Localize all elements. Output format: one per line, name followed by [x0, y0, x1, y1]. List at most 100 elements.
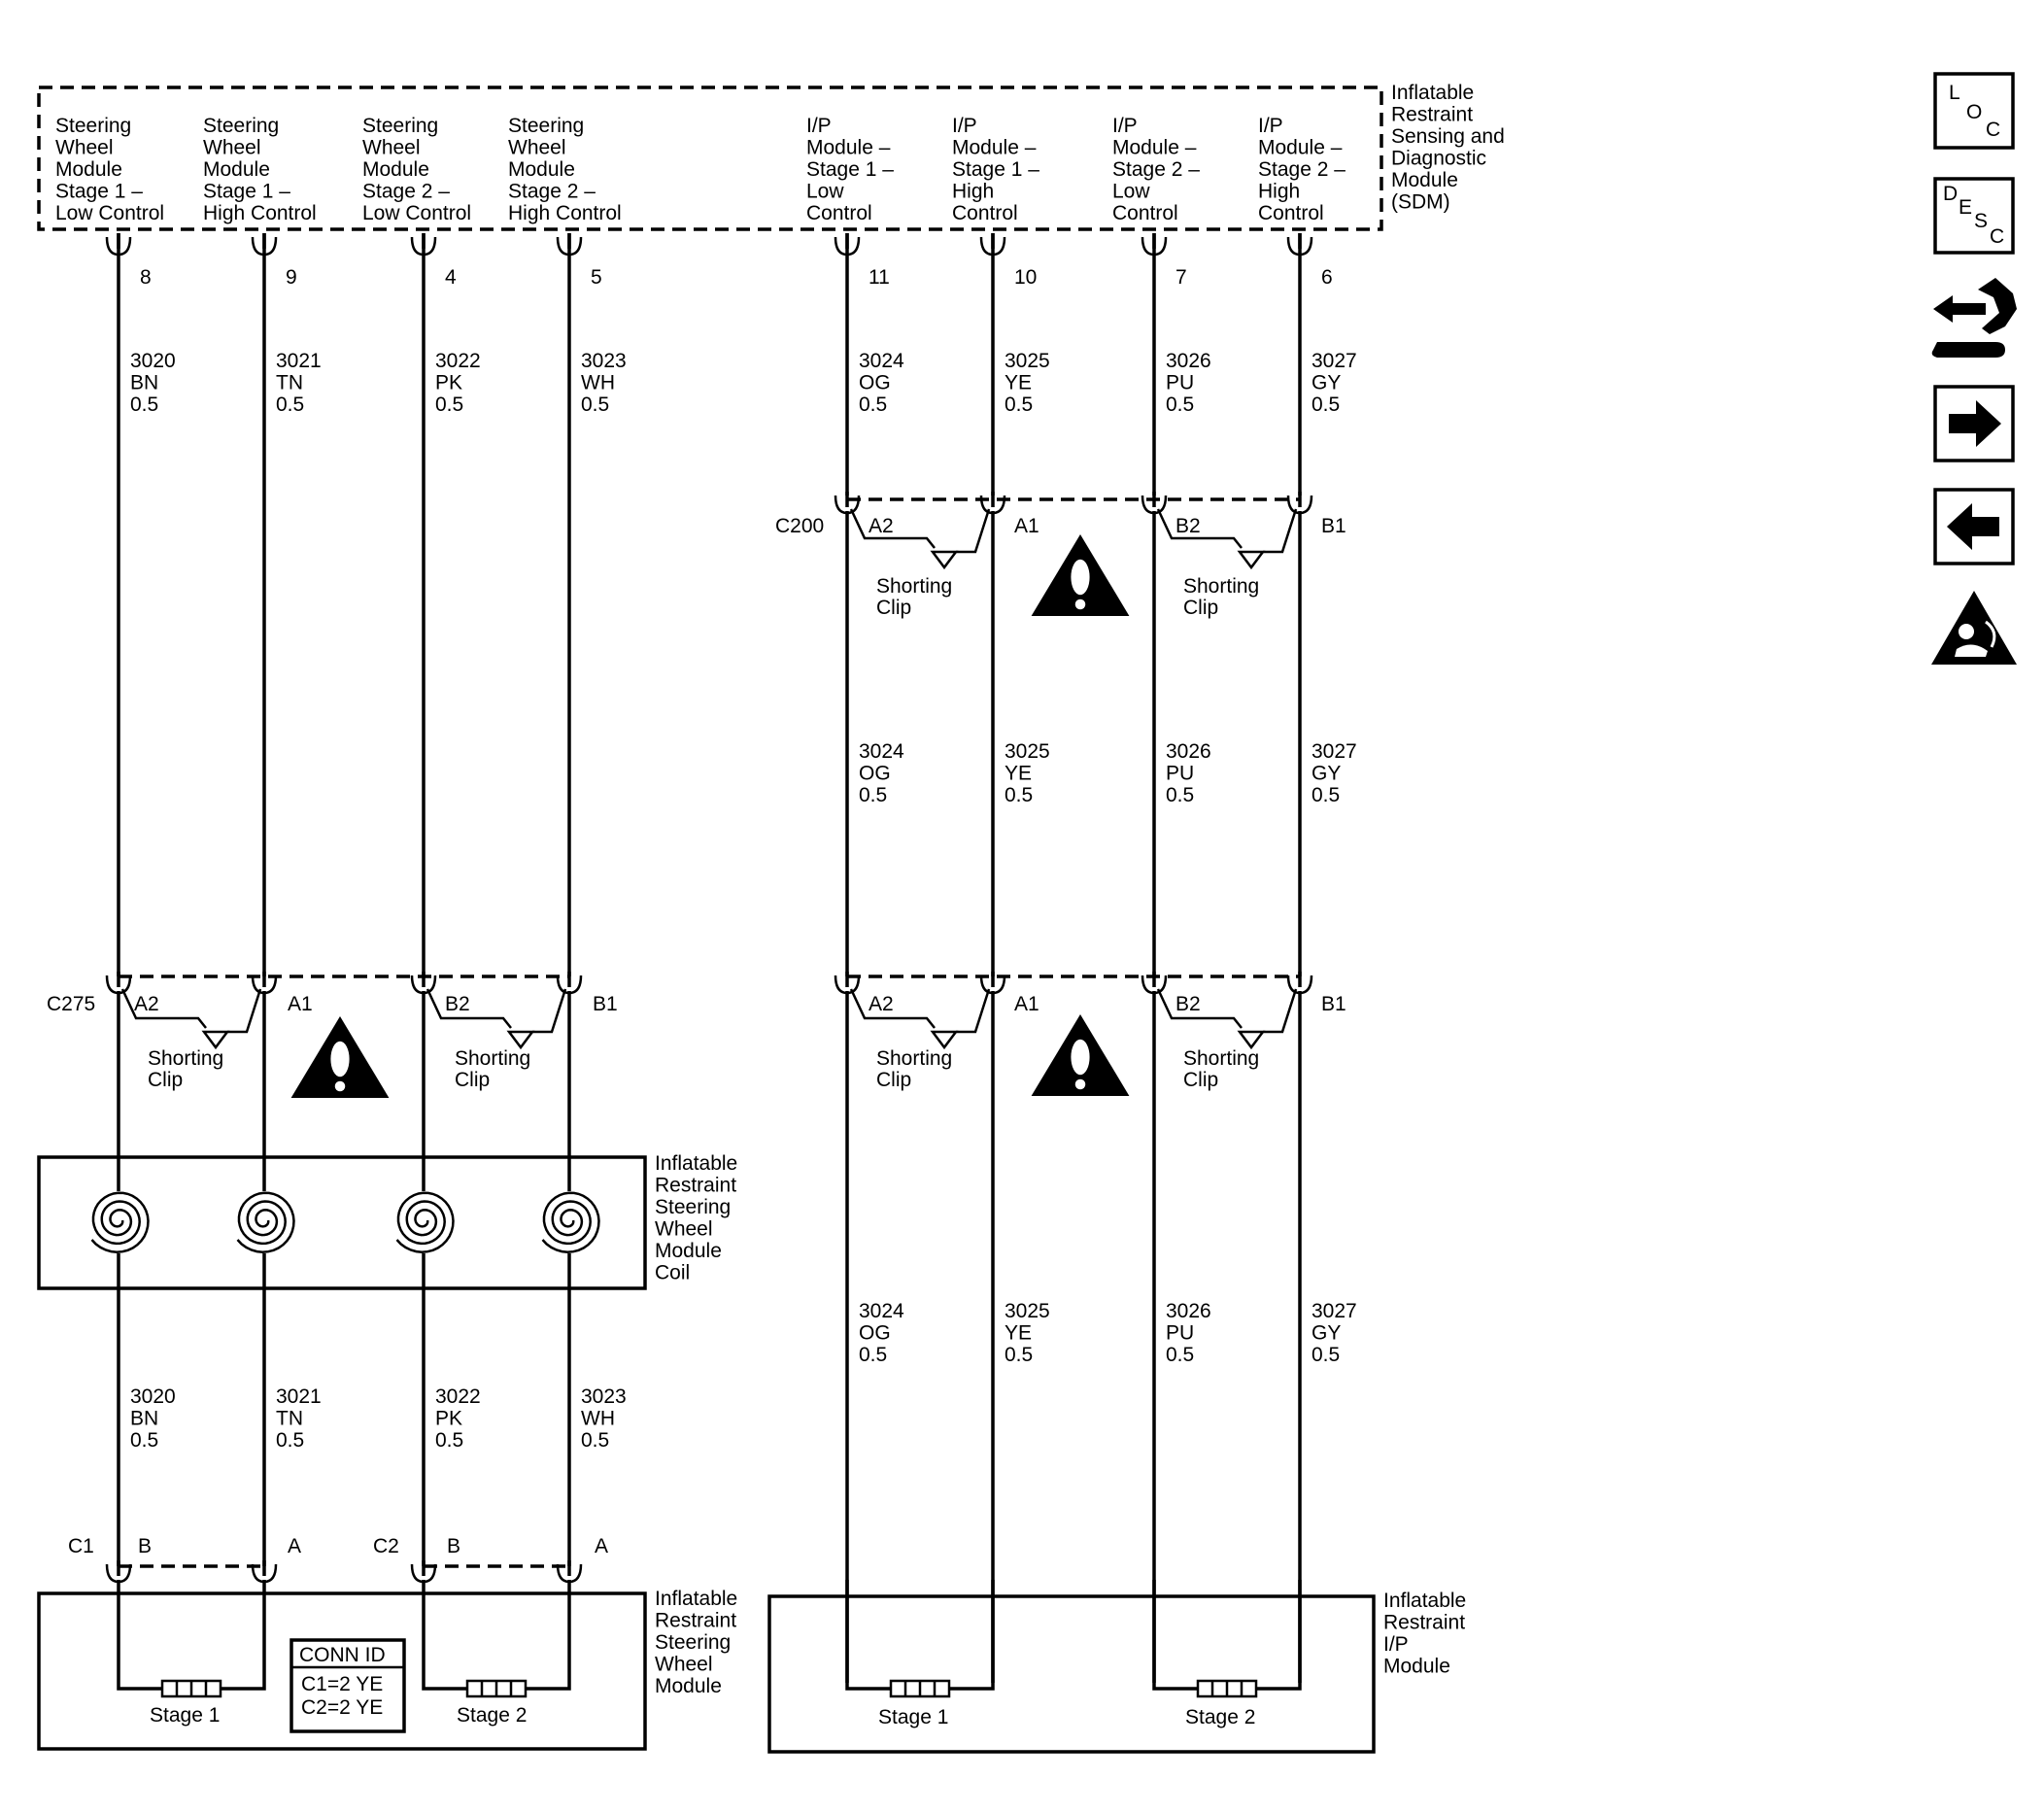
airbag-burst [1985, 620, 1996, 648]
coil-title-line: Inflatable [655, 1152, 737, 1175]
sdm-circuit-label-line: Low [1112, 181, 1150, 203]
steering-module-title-line: Restraint [655, 1610, 736, 1632]
sdm-title-line: Module [1391, 169, 1458, 191]
ip-inline-terminal [979, 975, 1006, 995]
sdm-circuit-label-line: Control [806, 202, 872, 224]
shorting-clip-label-line: Shorting [1183, 575, 1259, 598]
stage1-label: Stage 1 [150, 1704, 220, 1727]
wire-label-line: PU [1166, 763, 1194, 785]
sdm-pin-number: 4 [445, 266, 457, 289]
next-arrow-icon[interactable] [1933, 385, 2015, 462]
sdm-circuit-label-line: Module [203, 158, 270, 181]
ip-inline-pin-label: A2 [869, 993, 894, 1015]
conn-id-box [290, 1638, 406, 1733]
shorting-clip-arm [1263, 988, 1298, 1034]
desc-icon-letter: S [1974, 210, 1988, 232]
squib-lead [949, 1580, 995, 1691]
steering-module-title-line: Wheel [655, 1654, 713, 1676]
wire-label-line: 3024 [859, 740, 904, 763]
c200-terminal [979, 495, 1006, 515]
sdm-circuit-label-line: Module [55, 158, 122, 181]
sdm-circuit-label-line: High Control [508, 202, 622, 224]
wire-label-line: 3024 [859, 350, 904, 372]
wrench-shape [1931, 342, 2005, 358]
shorting-clip-label-line: Shorting [148, 1047, 223, 1070]
sdm-pin-number: 9 [286, 266, 297, 289]
shorting-clip-contact [201, 1030, 230, 1050]
sdm-circuit-label-line: Stage 2 – [362, 181, 450, 203]
connector-repair-icon[interactable] [1931, 278, 2017, 358]
shorting-clip-label-line: Clip [455, 1069, 490, 1091]
sdm-circuit-label-line: High Control [203, 202, 317, 224]
ip-module-title-line: Module [1383, 1656, 1450, 1678]
coil-title-line: Steering [655, 1196, 731, 1218]
c2-pin-label: A [595, 1535, 608, 1557]
wire-label-line: 3020 [130, 350, 176, 372]
clockspring-coil-icon [236, 1191, 295, 1253]
nav-button-frame [1933, 177, 2015, 255]
wire-label-line: 3027 [1312, 1300, 1357, 1322]
sdm-box [37, 86, 1383, 231]
wire-label-line: 0.5 [581, 393, 609, 416]
wire-label-line: 0.5 [435, 393, 463, 416]
c275-pin-label: B2 [445, 993, 470, 1015]
sdm-circuit-label-line: Control [952, 202, 1018, 224]
sdm-circuit-label-line: I/P [952, 115, 977, 137]
ip-inline-terminal [1286, 975, 1313, 995]
sdm-pin-number: 11 [869, 266, 890, 289]
wire-label-line: 0.5 [1005, 393, 1033, 416]
squib-lead [845, 1580, 891, 1691]
loc-icon[interactable]: LOC [1933, 72, 2015, 150]
wire-label-line: 0.5 [1005, 1344, 1033, 1366]
sdm-title-line: Diagnostic [1391, 148, 1486, 170]
coil-title-line: Module [655, 1240, 722, 1262]
sdm-pin-number: 6 [1321, 266, 1333, 289]
c200-pin-label: B1 [1321, 515, 1346, 537]
ip-module-title-line: I/P [1383, 1633, 1409, 1656]
sdm-pin-number: 7 [1175, 266, 1187, 289]
shorting-clip-contact [1237, 550, 1266, 570]
ip-inline-terminal [1141, 975, 1168, 995]
sdm-title-line: Sensing and [1391, 125, 1505, 148]
previous-arrow-icon[interactable] [1933, 488, 2015, 565]
wire-label-line: 3025 [1005, 350, 1050, 372]
warning-dot [334, 1080, 346, 1092]
sdm-circuit-label-line: Stage 2 – [508, 181, 596, 203]
sdm-circuit-label-line: Stage 1 – [806, 158, 894, 181]
shorting-clip-arm [849, 508, 936, 549]
c1-pin-label: A [288, 1535, 301, 1557]
airbag-warning-icon[interactable] [1931, 591, 2017, 665]
wire-label-line: 0.5 [1166, 1344, 1194, 1366]
wire-label-line: WH [581, 372, 615, 394]
wire-label-line: 3023 [581, 1385, 627, 1408]
nav-button-frame [1933, 72, 2015, 150]
desc-icon-letter: C [1990, 225, 2004, 248]
sdm-circuit-label-line: Stage 1 – [952, 158, 1039, 181]
sdm-circuit-label-line: Wheel [508, 137, 566, 159]
sdm-title-line: (SDM) [1391, 191, 1450, 214]
sdm-circuit-label-line: I/P [1112, 115, 1138, 137]
shorting-clip [1156, 988, 1298, 1050]
c200-terminal [834, 495, 861, 515]
coil-title-line: Wheel [655, 1218, 713, 1241]
warning-mark [1071, 559, 1090, 596]
wire-label-line: 3027 [1312, 740, 1357, 763]
warning-dot [1074, 1078, 1086, 1090]
sdm-circuit-label-line: Module – [1258, 137, 1343, 159]
warning-mark [1071, 1039, 1090, 1076]
warning-dot [1074, 599, 1086, 610]
wire-label-line: GY [1312, 763, 1341, 785]
